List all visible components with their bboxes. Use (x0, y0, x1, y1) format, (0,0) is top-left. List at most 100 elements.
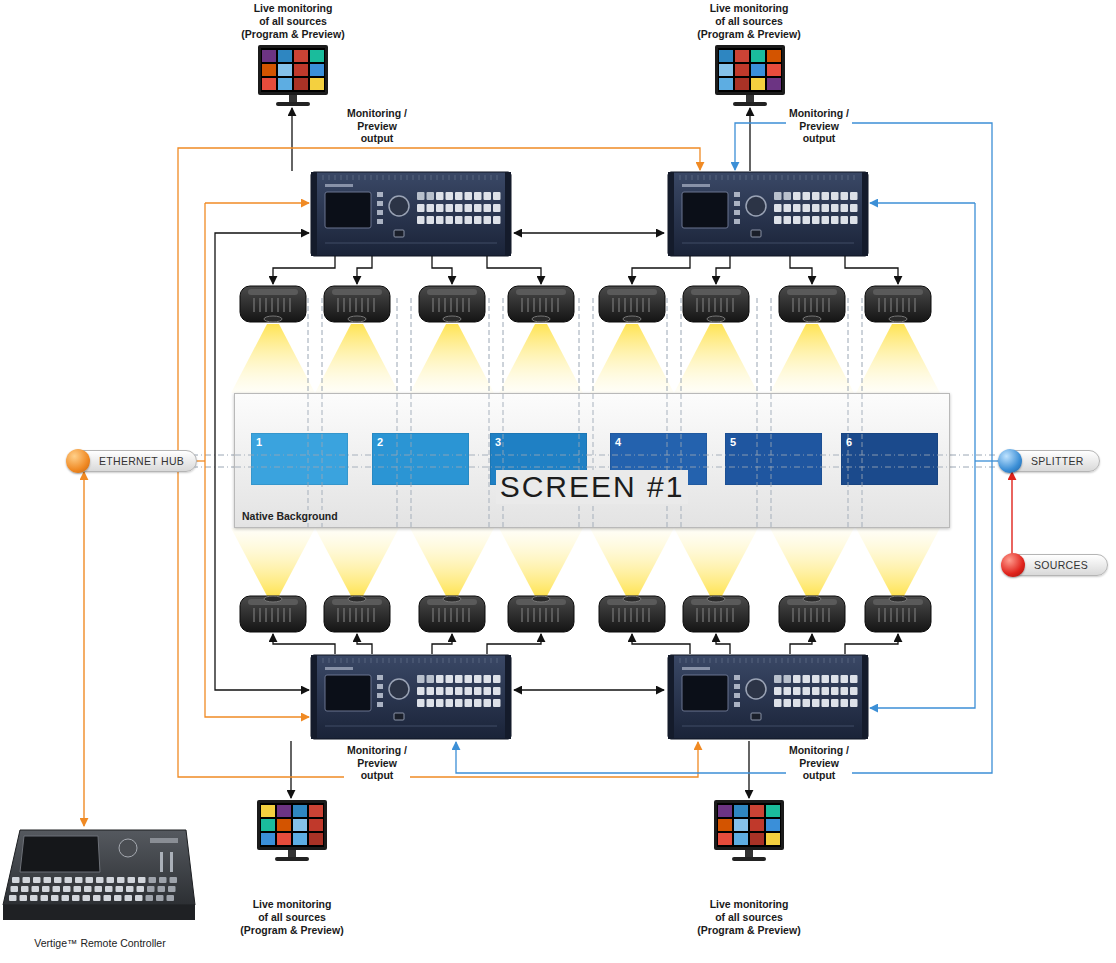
projector (289, 298, 291, 312)
video-processor (793, 675, 801, 683)
projector (702, 298, 704, 312)
video-processor (841, 216, 849, 224)
remote-controller (83, 895, 91, 901)
remote-controller (54, 877, 62, 883)
monitor-screen (294, 78, 308, 90)
projector (607, 289, 657, 295)
projector (624, 298, 626, 312)
video-processor (836, 175, 837, 180)
monitor-screen (310, 50, 324, 62)
video-processor (784, 699, 792, 707)
video-processor (784, 687, 792, 695)
video-processor (437, 175, 438, 180)
projector (612, 298, 614, 312)
projector (612, 608, 614, 622)
projector (349, 298, 351, 312)
source-window: 5 (725, 433, 822, 485)
video-processor (746, 196, 766, 216)
monitor-screen (309, 833, 323, 845)
projector (683, 286, 749, 322)
video-processor (461, 175, 462, 180)
projector (779, 596, 845, 632)
video-processor (782, 658, 783, 663)
projector (865, 596, 931, 632)
video-processor (325, 242, 497, 244)
projector (865, 286, 931, 322)
light-cone (315, 528, 399, 596)
video-processor (417, 192, 425, 200)
projector (642, 608, 644, 622)
monitor-screen (714, 800, 784, 861)
projector (599, 596, 665, 632)
video-processor (841, 675, 849, 683)
video-processor (465, 216, 473, 224)
video-processor (704, 658, 705, 663)
blend-zone-lines (681, 394, 682, 527)
video-processor (682, 192, 728, 228)
remote-controller (96, 877, 104, 883)
video-processor (740, 175, 741, 180)
projector (624, 608, 626, 622)
video-processor (841, 687, 849, 695)
remote-controller (128, 877, 136, 883)
video-processor (329, 175, 330, 180)
pill-label: SOURCES (1034, 559, 1088, 571)
video-processor (734, 192, 740, 197)
projector (450, 608, 452, 622)
video-processor (465, 687, 473, 695)
projector (532, 596, 550, 602)
video-processor (734, 675, 740, 680)
video-processor (427, 675, 435, 683)
video-processor (455, 687, 463, 695)
blend-zone-lines (579, 394, 580, 527)
monitor-box: Live monitoring of all sources (Program … (233, 2, 353, 108)
video-processor (417, 204, 425, 212)
video-processor (794, 175, 795, 180)
remote-controller (9, 895, 17, 901)
monitor-screen (310, 64, 324, 76)
screen-title: SCREEN #1 (496, 470, 689, 504)
video-processor (668, 172, 868, 256)
projector (816, 298, 818, 312)
projector (630, 298, 632, 312)
video-processor (353, 175, 354, 180)
projector (707, 596, 725, 602)
monitor-screen (260, 803, 324, 847)
projector (259, 298, 261, 312)
monitor-screen (734, 805, 748, 817)
projector (865, 286, 931, 322)
signal-wire (514, 232, 664, 233)
video-processor (436, 699, 444, 707)
video-processor (484, 699, 492, 707)
projector (324, 596, 390, 632)
signal-wire (357, 256, 372, 284)
remote-controller (117, 877, 125, 883)
monitor-screen (719, 78, 733, 90)
monitor-screen (258, 45, 328, 95)
video-processor (831, 192, 839, 200)
video-processor (682, 184, 710, 187)
window-number: 1 (251, 433, 267, 451)
projector (361, 298, 363, 312)
window-number: 6 (841, 433, 857, 451)
video-processor (474, 192, 482, 200)
monitor-screen (715, 45, 785, 95)
video-processor (311, 655, 511, 739)
monitor-screen (751, 50, 765, 62)
video-processor (407, 658, 408, 663)
video-processor (734, 210, 740, 215)
video-processor (484, 192, 492, 200)
remote-controller (53, 886, 61, 892)
video-processor (803, 192, 811, 200)
projector (623, 316, 641, 322)
video-processor (751, 713, 761, 720)
video-processor (758, 175, 759, 180)
projector (450, 298, 452, 312)
video-processor (831, 675, 839, 683)
blend-zone-lines (235, 467, 949, 468)
monitor-screen (767, 64, 781, 76)
video-processor (325, 725, 497, 727)
light-cone (770, 324, 854, 393)
light-cone (590, 324, 674, 393)
output-label: Monitoring / Preview output (344, 107, 410, 145)
